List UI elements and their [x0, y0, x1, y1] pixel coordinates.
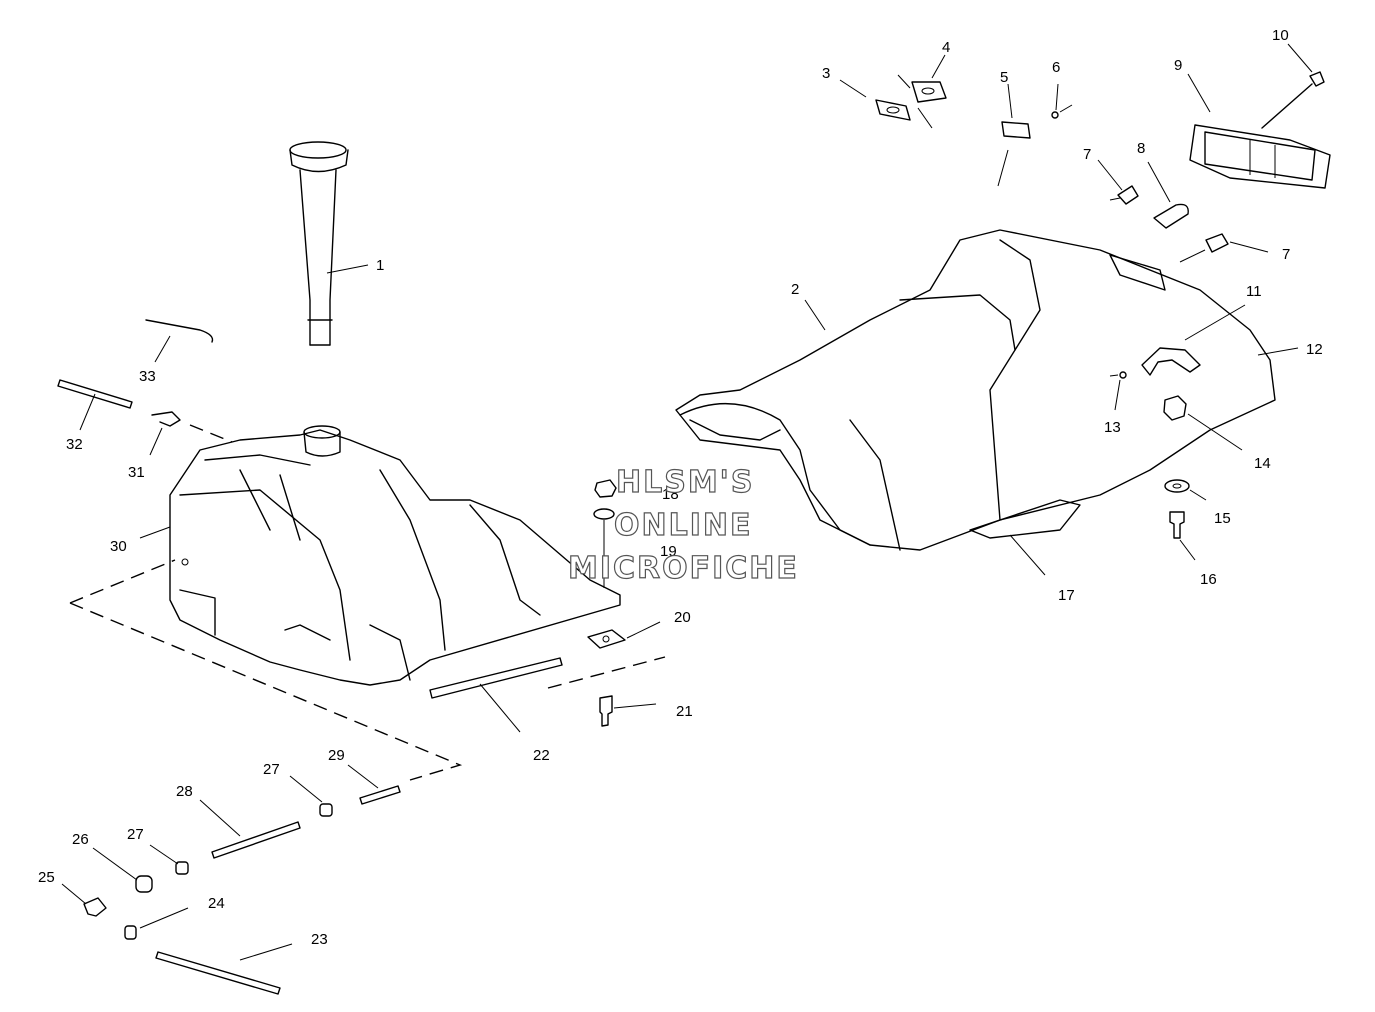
callout-32: 32 [66, 436, 83, 453]
callout-18: 18 [662, 486, 679, 503]
callout-13: 13 [1104, 419, 1121, 436]
part-3-plate [839, 79, 911, 121]
tank-dashed-outline [69, 559, 463, 781]
watermark-line-3: MICROFICHE [568, 551, 799, 586]
part-12-tail [1257, 347, 1299, 356]
rail-dashed-line [547, 656, 666, 689]
part-10-screw [1261, 43, 1325, 129]
callout-33: 33 [139, 368, 156, 385]
part-23-tube [155, 943, 293, 995]
callout-7-upper: 7 [1083, 146, 1091, 163]
part-2-seat [675, 229, 1276, 551]
part-21-bolt [599, 695, 657, 727]
callout-11: 11 [1246, 283, 1262, 300]
callout-14: 14 [1254, 455, 1271, 472]
part-27-bushing-lower [149, 844, 189, 875]
part-18-nut [594, 479, 617, 498]
callout-1: 1 [376, 257, 384, 274]
part-29-pin [347, 764, 401, 805]
part-13-rivet [1109, 371, 1127, 411]
part-22-rail [429, 657, 563, 733]
part-7-socket-lower [1179, 233, 1269, 263]
part-31-clip [149, 411, 181, 456]
part-27-bushing-upper [289, 775, 333, 817]
part-26-grommet [92, 847, 153, 893]
part-14-nut [1163, 395, 1243, 451]
part-7-socket-upper [1097, 159, 1139, 205]
part-15-washer [1164, 479, 1207, 501]
callout-5: 5 [1000, 69, 1008, 86]
callout-31: 31 [128, 464, 145, 481]
part-33-wire [145, 319, 214, 363]
part-9-taillight [1187, 73, 1331, 189]
callout-23: 23 [311, 931, 328, 948]
part-4-plate [897, 54, 947, 129]
callout-27-lower: 27 [127, 826, 144, 843]
callout-2: 2 [791, 281, 799, 298]
callout-28: 28 [176, 783, 193, 800]
part-28-rod [199, 799, 301, 859]
callout-27-upper: 27 [263, 761, 280, 778]
callout-26: 26 [72, 831, 89, 848]
part-32-rod [57, 379, 133, 431]
callout-25: 25 [38, 869, 55, 886]
watermark-line-2: ONLINE [614, 508, 753, 543]
part-16-bolt [1169, 511, 1196, 561]
part-5-plate [997, 83, 1031, 187]
part-30-fuel-tank [139, 425, 621, 686]
part-25-clamp [61, 883, 107, 917]
callout-4: 4 [942, 39, 950, 56]
callout-20: 20 [674, 609, 691, 626]
callout-7-lower: 7 [1282, 246, 1290, 263]
watermark-line-1: HLSM'S [616, 465, 754, 500]
callout-12: 12 [1306, 341, 1323, 358]
callout-30: 30 [110, 538, 127, 555]
callout-22: 22 [533, 747, 550, 764]
part-11-bracket [1141, 304, 1246, 376]
callout-21: 21 [676, 703, 693, 720]
callout-9: 9 [1174, 57, 1182, 74]
part-17-strap [1009, 534, 1046, 576]
part-8-bulb [1147, 161, 1189, 229]
clip-dashed-line [189, 424, 233, 443]
part-1-fuel-sender [289, 141, 369, 346]
callout-6: 6 [1052, 59, 1060, 76]
callout-24: 24 [208, 895, 225, 912]
callout-15: 15 [1214, 510, 1231, 527]
callout-3: 3 [822, 65, 830, 82]
callout-29: 29 [328, 747, 345, 764]
watermark: HLSM'S ONLINE MICROFICHE [567, 464, 799, 586]
callout-labels: 1 2 3 4 5 6 7 8 9 10 11 12 13 14 15 16 1… [38, 27, 1323, 948]
part-24-cap [124, 907, 189, 940]
callout-8: 8 [1137, 140, 1145, 157]
callout-16: 16 [1200, 571, 1217, 588]
part-20-plate [587, 621, 661, 649]
callout-19: 19 [660, 543, 677, 560]
callout-17: 17 [1058, 587, 1075, 604]
part-6-rivet [1051, 83, 1073, 119]
part-19-washer [593, 508, 615, 588]
callout-10: 10 [1272, 27, 1289, 44]
